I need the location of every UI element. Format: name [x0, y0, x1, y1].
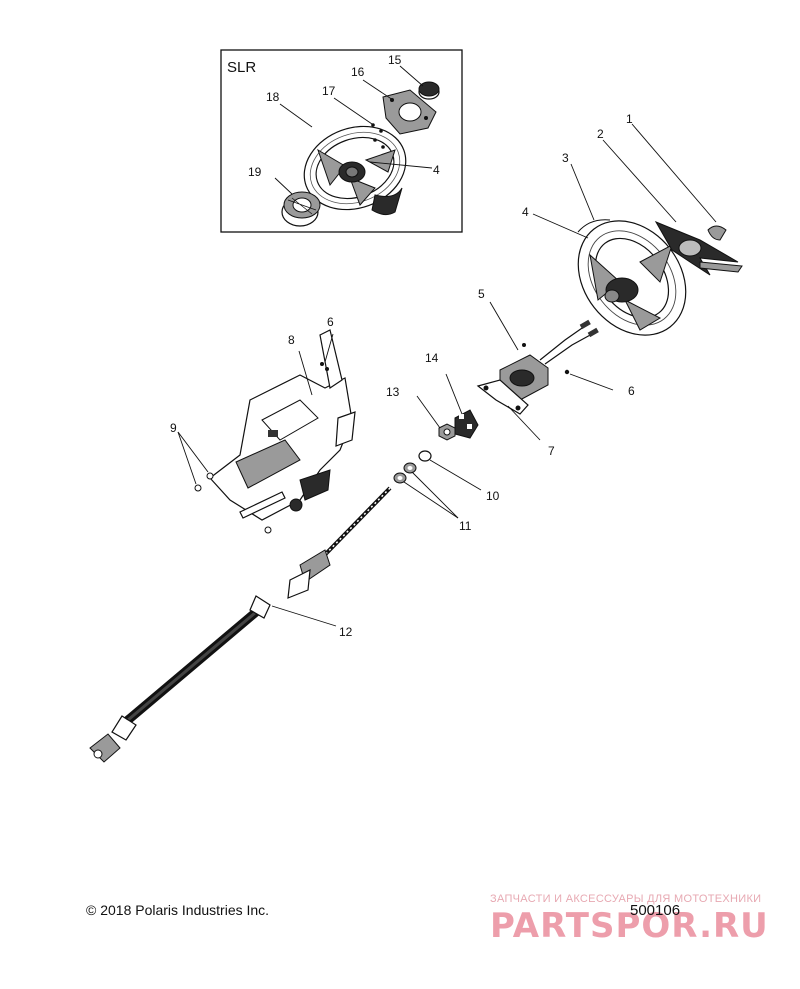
- callout-4-inset: 4: [433, 163, 440, 177]
- callout-14: 14: [425, 351, 439, 365]
- callout-1: 1: [626, 112, 633, 126]
- steering-coupler: [454, 409, 479, 439]
- callout-17: 17: [322, 84, 336, 98]
- callout-6-upper: 6: [327, 315, 334, 329]
- slr-bracket: [382, 89, 437, 135]
- callout-4: 4: [522, 205, 529, 219]
- nut: [438, 423, 456, 441]
- slr-screws: [371, 123, 385, 149]
- callout-11: 11: [459, 519, 472, 533]
- steering-shaft: [89, 486, 392, 763]
- mounting-bracket: [476, 379, 529, 415]
- slr-steering-wheel: [303, 125, 407, 216]
- screw-right: [564, 369, 570, 375]
- drawing-number: 500106: [630, 902, 681, 919]
- steering-wheel: [577, 219, 687, 336]
- center-cap: [707, 225, 727, 241]
- watermark-tagline: ЗАПЧАСТИ И АКСЕССУАРЫ ДЛЯ МОТОТЕХНИКИ: [490, 893, 762, 905]
- column-module: [499, 319, 599, 401]
- callout-9: 9: [170, 421, 177, 435]
- callout-18: 18: [266, 90, 280, 104]
- callout-2: 2: [597, 127, 604, 141]
- callout-13: 13: [386, 385, 400, 399]
- slr-cap: [418, 81, 440, 100]
- callout-7: 7: [548, 444, 555, 458]
- bearings: [393, 462, 417, 484]
- nuts-lower: [194, 472, 272, 534]
- slr-inset: SLR: [220, 49, 463, 233]
- callout-19: 19: [248, 165, 262, 179]
- copyright-text: © 2018 Polaris Industries Inc.: [86, 902, 270, 918]
- callout-6-right: 6: [628, 384, 635, 398]
- washer: [418, 450, 432, 462]
- slr-hub-adapter: [281, 191, 321, 227]
- column-bracket: [209, 329, 356, 521]
- callout-16: 16: [351, 65, 365, 79]
- callout-12: 12: [339, 625, 353, 639]
- screws-upper: [320, 362, 329, 371]
- watermark-logo: PARTSPOR.RU: [490, 906, 769, 946]
- callout-10: 10: [486, 489, 500, 503]
- inset-title: SLR: [227, 59, 256, 76]
- callout-5: 5: [478, 287, 485, 301]
- wheel-center-emblem: [654, 220, 743, 276]
- callout-8: 8: [288, 333, 295, 347]
- callout-3: 3: [562, 151, 569, 165]
- callout-15: 15: [388, 53, 402, 67]
